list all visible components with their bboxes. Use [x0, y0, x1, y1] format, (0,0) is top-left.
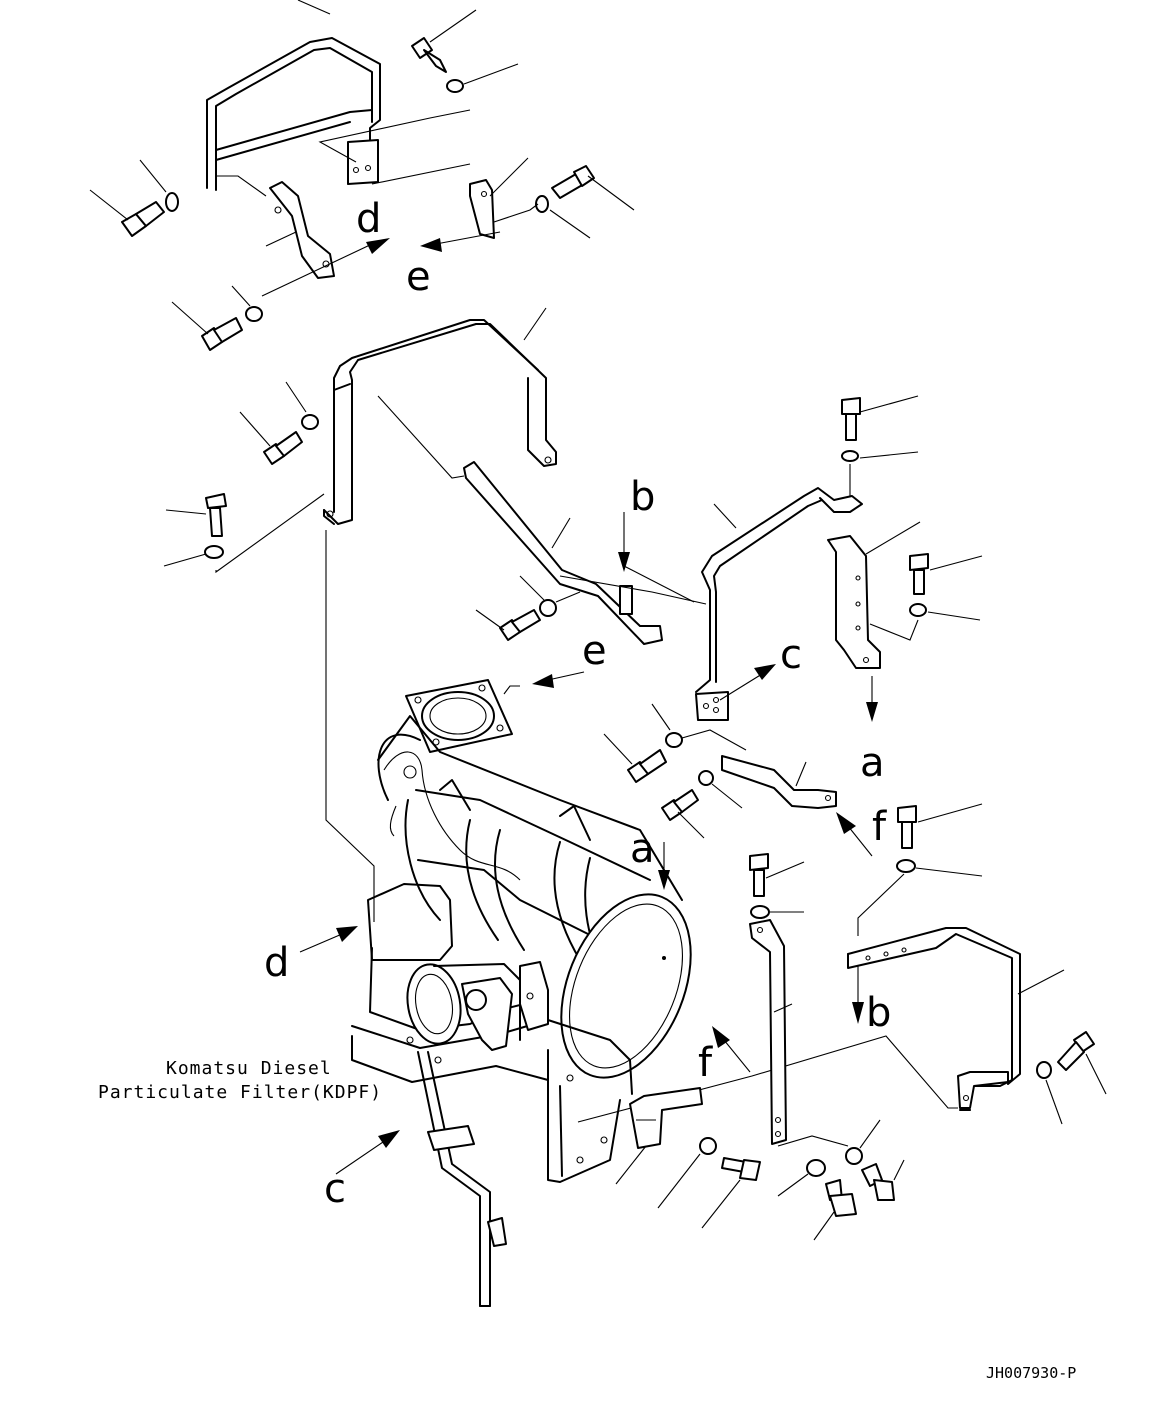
washer-2	[446, 63, 519, 93]
arrow-d-upper	[261, 238, 390, 297]
washer-5	[285, 381, 319, 430]
arrow-b-upper	[618, 512, 630, 572]
small-bracket-d	[265, 181, 335, 279]
bolt-2	[411, 9, 477, 73]
bolt-12	[897, 803, 983, 849]
bolt-9	[909, 553, 983, 595]
callout-c-lower: c	[324, 1166, 346, 1212]
bolt-13	[1057, 1031, 1107, 1095]
callout-a-upper: a	[860, 740, 885, 786]
arrow-c-upper	[719, 664, 776, 701]
arrow-b-lower	[852, 966, 864, 1024]
callout-f-upper: f	[872, 804, 887, 850]
arrow-e-middle	[532, 671, 585, 688]
kdpf-unit	[351, 679, 692, 1307]
callout-d-upper: d	[356, 196, 381, 242]
callout-d-lower: d	[264, 940, 289, 986]
bolt-10	[603, 733, 667, 783]
diagonal-strut	[463, 461, 695, 645]
washer-11	[698, 770, 743, 809]
top-bracket	[206, 0, 381, 191]
arrow-f-upper	[836, 812, 873, 857]
callout-a-lower: a	[630, 826, 655, 872]
bolt-16	[813, 1179, 857, 1241]
strap-f-upper	[721, 755, 837, 809]
bolt-6	[165, 493, 227, 537]
kdpf-caption-line-2: Particulate Filter(KDPF)	[98, 1082, 382, 1103]
small-bracket-e	[469, 157, 529, 239]
washer-10	[651, 703, 747, 751]
washer-3	[493, 195, 591, 239]
top-leader-lines	[216, 109, 471, 197]
bolt-8	[841, 395, 919, 441]
bolt-17	[861, 1159, 905, 1201]
washer-4	[231, 285, 263, 322]
arrow-d-lower	[299, 926, 358, 953]
arrow-a-lower	[658, 842, 670, 890]
bolt-7	[475, 609, 541, 641]
washer-13	[1036, 1061, 1063, 1125]
vertical-strap	[749, 919, 849, 1147]
arrow-e-upper	[420, 231, 501, 252]
bolt-3	[551, 165, 635, 211]
drawing-number: JH007930-P	[986, 1364, 1076, 1382]
bolt-11	[661, 789, 705, 839]
arrow-a-upper	[866, 676, 878, 722]
callout-b-upper: b	[630, 474, 655, 520]
bolt-1	[89, 189, 165, 237]
washer-8	[841, 450, 919, 496]
kdpf-caption-line-1: Komatsu Diesel	[166, 1058, 332, 1079]
arrow-f-lower	[712, 1026, 751, 1073]
middle-bracket	[323, 307, 557, 525]
callout-e-middle: e	[582, 628, 607, 674]
washer-15	[657, 1137, 717, 1209]
right-vertical-bracket	[827, 521, 921, 669]
washer-12	[857, 859, 983, 936]
washer-17	[845, 1119, 881, 1165]
callout-b-lower: b	[866, 990, 891, 1036]
washer-14	[750, 905, 804, 919]
bolt-15	[701, 1157, 761, 1229]
washer-1	[139, 159, 179, 212]
bolt-14	[749, 853, 805, 897]
callout-e-upper: e	[406, 254, 431, 300]
arrow-c-lower	[335, 1130, 400, 1175]
callout-c-upper: c	[780, 632, 802, 678]
right-bracket-c	[695, 487, 863, 721]
washer-9	[909, 603, 981, 621]
lower-right-bracket	[847, 927, 1065, 1111]
lower-clip-f	[615, 1087, 703, 1185]
callout-f-lower: f	[698, 1040, 713, 1086]
washer-6	[163, 493, 325, 574]
bolt-5	[239, 411, 303, 465]
washer-7	[519, 575, 581, 617]
bolt-4	[171, 301, 243, 351]
washer-16	[777, 1159, 826, 1197]
